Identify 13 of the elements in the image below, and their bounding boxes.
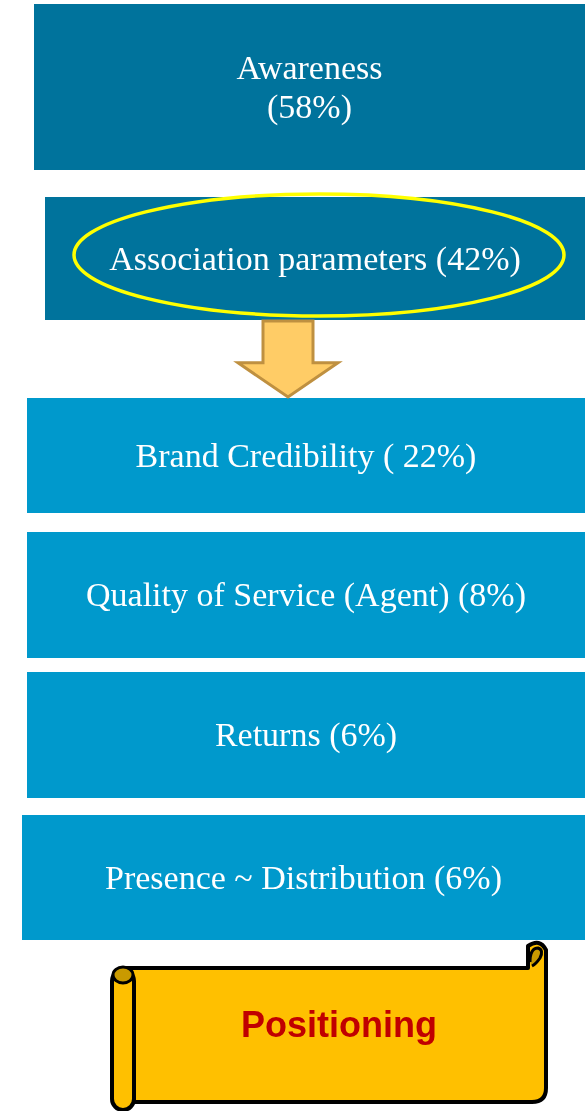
box-label: Returns (6%) (214, 715, 398, 755)
block-arrow (233, 319, 343, 399)
box-label: Quality of Service (Agent) (8%) (86, 575, 526, 615)
box-label: Association parameters (42%) (109, 238, 521, 279)
factor-box (27, 672, 585, 798)
banner-text: Positioning (240, 1004, 437, 1046)
box-label: Awareness (58%) (235, 47, 384, 127)
category-box (34, 4, 585, 170)
box-label: Brand Credibility ( 22%) (135, 435, 477, 476)
factor-box (22, 815, 585, 940)
factor-box (27, 398, 585, 513)
factor-box (27, 532, 585, 658)
box-label: Presence ~ Distribution (6%) (105, 857, 502, 898)
